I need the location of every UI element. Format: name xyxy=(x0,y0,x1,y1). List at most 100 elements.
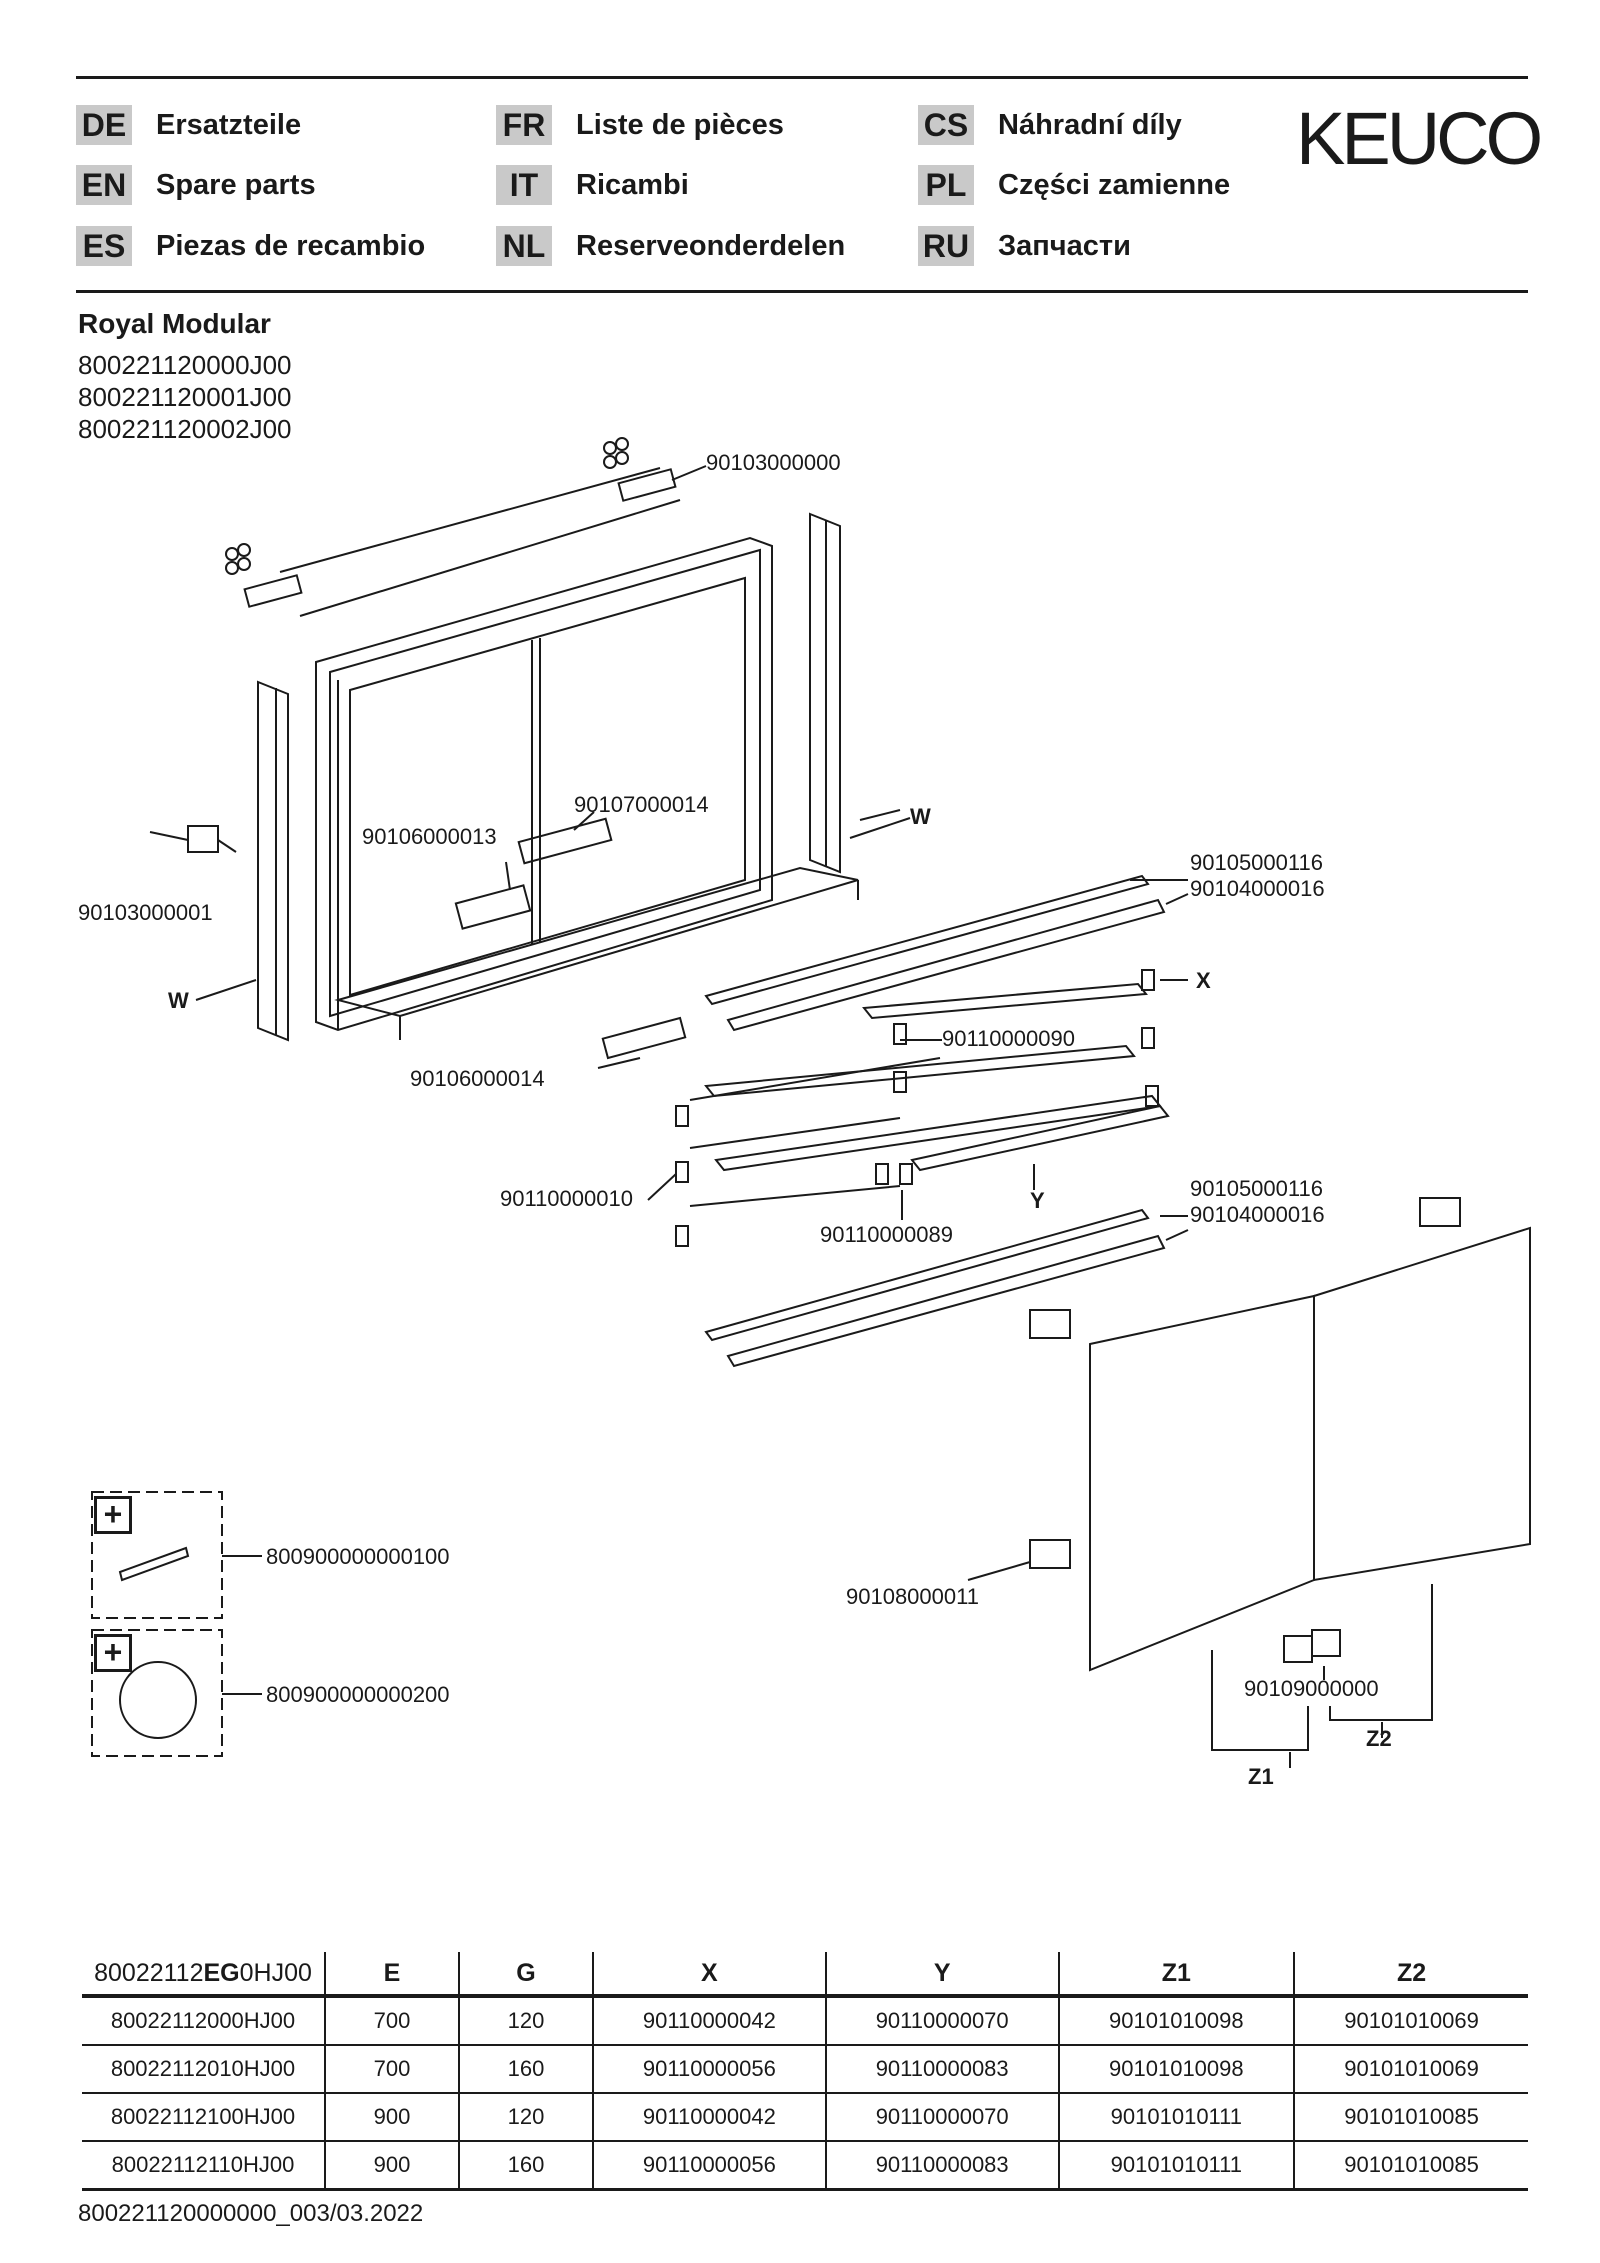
callout-90110000010: 90110000010 xyxy=(500,1186,633,1211)
lang-code: FR xyxy=(496,105,552,145)
table-cell: 700 xyxy=(325,1996,460,2046)
label-z2: Z2 xyxy=(1366,1726,1392,1751)
callout-90103000001: 90103000001 xyxy=(78,900,213,925)
table-cell: 700 xyxy=(325,2045,460,2094)
z-brackets xyxy=(1211,1584,1433,1768)
label-z1: Z1 xyxy=(1248,1764,1274,1789)
hinge-brackets-top xyxy=(225,437,681,617)
header-bold: EG xyxy=(203,1958,240,1987)
lang-name: Náhradní díly xyxy=(998,108,1182,141)
table-cell: 90110000042 xyxy=(593,1996,827,2046)
lang-name: Reserveonderdelen xyxy=(576,229,846,262)
callout-90106000014: 90106000014 xyxy=(410,1066,545,1091)
variant-parts-table: 80022112EG0HJ00 E G X Y Z1 Z2 8002211200… xyxy=(82,1952,1528,2191)
callout-90106000013: 90106000013 xyxy=(362,824,497,849)
table-header-e: E xyxy=(325,1952,460,1998)
table-cell: 90101010085 xyxy=(1294,2093,1528,2142)
document-footer-id: 800221120000000_003/03.2022 xyxy=(78,2200,424,2227)
table-cell: 90101010111 xyxy=(1058,2093,1296,2142)
lang-code: PL xyxy=(918,165,974,205)
table-header-z2: Z2 xyxy=(1294,1952,1528,1998)
electronics-parts xyxy=(454,817,687,1060)
lang-code: RU xyxy=(918,226,974,266)
callout-90110000089: 90110000089 xyxy=(820,1222,953,1247)
lang-code: CS xyxy=(918,105,974,145)
lang-code: EN xyxy=(76,165,132,205)
callout-90105000116-lower: 90105000116 xyxy=(1190,1176,1323,1201)
table-cell: 90110000070 xyxy=(825,2093,1060,2142)
table-cell: 160 xyxy=(459,2045,594,2094)
lang-fr: FR Liste de pièces xyxy=(496,104,784,146)
mirror-doors xyxy=(1089,1226,1531,1672)
label-w-left: W xyxy=(168,988,189,1013)
lang-name: Liste de pièces xyxy=(576,108,784,141)
table-header-x: X xyxy=(593,1952,827,1998)
lang-name: Ersatzteile xyxy=(156,108,302,141)
lang-code: ES xyxy=(76,226,132,266)
callout-90104000016-upper: 90104000016 xyxy=(1190,876,1325,901)
header-bottom-rule xyxy=(76,290,1528,293)
table-cell: 120 xyxy=(459,2093,594,2142)
shelves xyxy=(689,982,1170,1207)
lang-name: Запчасти xyxy=(998,229,1131,262)
lang-name: Spare parts xyxy=(156,168,316,201)
header-top-rule xyxy=(76,76,1528,79)
lang-ru: RU Запчасти xyxy=(918,225,1131,267)
table-cell: 90101010069 xyxy=(1294,1996,1528,2046)
lang-es: ES Piezas de recambio xyxy=(76,225,425,267)
lang-pl: PL Części zamienne xyxy=(918,164,1230,206)
table-cell: 90110000083 xyxy=(825,2045,1060,2094)
table-header-z1: Z1 xyxy=(1058,1952,1296,1998)
callout-90108000011: 90108000011 xyxy=(846,1584,979,1609)
lang-name: Ricambi xyxy=(576,168,689,201)
table-row: 80022112100HJ00 900 120 90110000042 9011… xyxy=(82,2093,1528,2142)
table-row: 80022112110HJ00 900 160 90110000056 9011… xyxy=(82,2141,1528,2191)
callout-800900000000100: 800900000000100 xyxy=(266,1544,450,1569)
callout-90103000000: 90103000000 xyxy=(706,450,841,475)
callout-90107000014: 90107000014 xyxy=(574,792,709,817)
accessory-items xyxy=(118,1546,262,1739)
callout-90105000116-upper: 90105000116 xyxy=(1190,850,1323,875)
table-cell: 900 xyxy=(325,2093,460,2142)
side-panel-left xyxy=(257,680,289,1042)
callout-90110000090: 90110000090 xyxy=(942,1026,1075,1051)
table-row: 80022112000HJ00 700 120 90110000042 9011… xyxy=(82,1996,1528,2046)
table-cell: 90110000070 xyxy=(825,1996,1060,2046)
light-profile-lower xyxy=(704,1208,1166,1368)
leader-lines xyxy=(195,465,1325,1680)
table-cell: 80022112000HJ00 xyxy=(82,1996,326,2046)
lang-en: EN Spare parts xyxy=(76,164,316,206)
article-number: 800221120000J00 xyxy=(78,350,292,380)
label-w-right: W xyxy=(910,804,931,829)
table-cell: 120 xyxy=(459,1996,594,2046)
lang-cs: CS Náhradní díly xyxy=(918,104,1182,146)
table-cell: 80022112010HJ00 xyxy=(82,2045,326,2094)
lang-it: IT Ricambi xyxy=(496,164,689,206)
table-cell: 90101010085 xyxy=(1294,2141,1528,2191)
table-cell: 90101010098 xyxy=(1058,1996,1296,2046)
lang-de: DE Ersatzteile xyxy=(76,104,301,146)
cabinet-body xyxy=(315,536,859,1040)
callout-90104000016-lower: 90104000016 xyxy=(1190,1202,1325,1227)
table-cell: 80022112110HJ00 xyxy=(82,2141,326,2191)
header-suffix: 0HJ00 xyxy=(239,1958,312,1987)
table-cell: 90110000083 xyxy=(825,2141,1060,2191)
lang-nl: NL Reserveonderdelen xyxy=(496,225,845,267)
table-cell: 90101010069 xyxy=(1294,2045,1528,2094)
keuco-logo: KEUCO xyxy=(1296,97,1543,180)
table-row: 80022112010HJ00 700 160 90110000056 9011… xyxy=(82,2045,1528,2094)
callout-800900000000200: 800900000000200 xyxy=(266,1682,450,1707)
lang-name: Części zamienne xyxy=(998,168,1231,201)
lang-code: IT xyxy=(496,165,552,205)
hinge-bracket-left xyxy=(149,825,237,853)
plus-icon: + xyxy=(94,1496,132,1534)
product-title: Royal Modular xyxy=(78,308,271,339)
door-hinges xyxy=(1029,1197,1461,1569)
table-cell: 900 xyxy=(325,2141,460,2191)
article-number: 800221120001J00 xyxy=(78,382,292,412)
table-header-model: 80022112EG0HJ00 xyxy=(82,1952,326,1998)
table-header-y: Y xyxy=(825,1952,1060,1998)
lang-code: DE xyxy=(76,105,132,145)
label-y: Y xyxy=(1030,1188,1045,1213)
table-header-g: G xyxy=(459,1952,594,1998)
